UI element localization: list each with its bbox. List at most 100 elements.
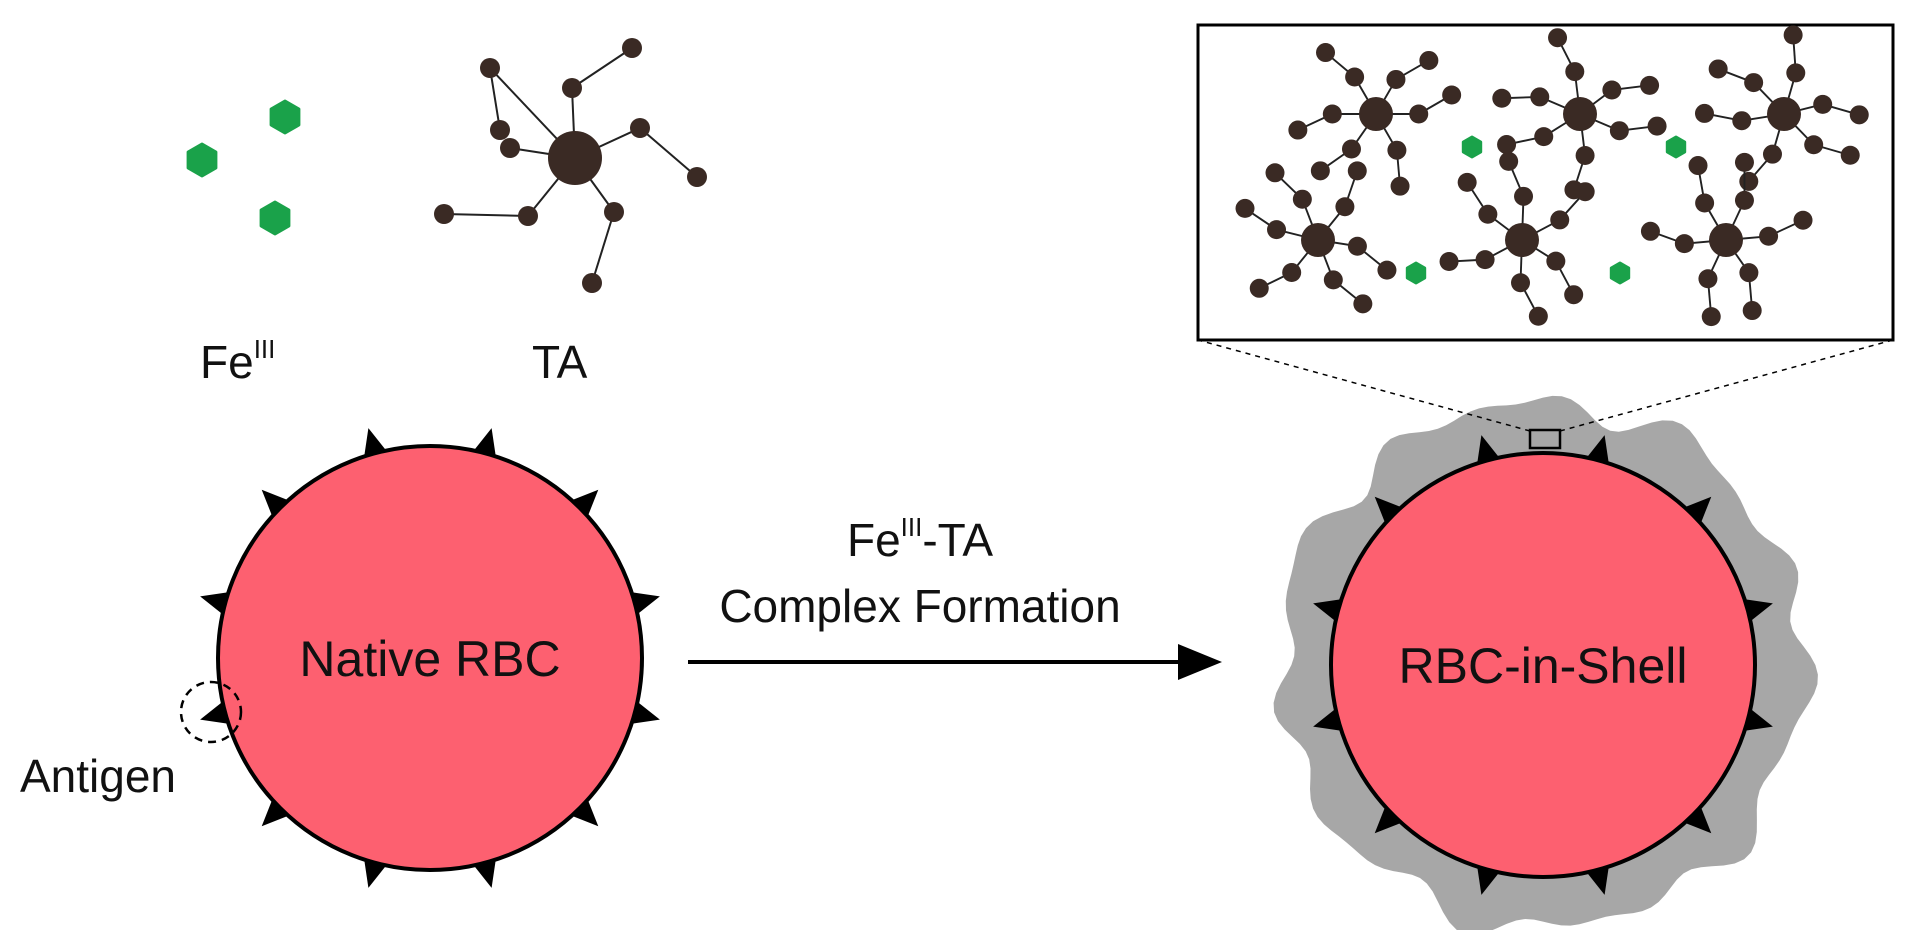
ta-atom [1602,80,1622,100]
ta-atom [1282,262,1302,282]
shell-rbc-label: RBC-in-Shell [1399,638,1688,694]
fe-ion-icon [1609,261,1631,285]
reaction-arrow [688,644,1222,680]
arrow-label-line1: FeIII-TA [847,512,993,566]
fe-label: FeIII [200,334,275,388]
ta-atom [518,206,538,226]
ta-atom [1698,269,1718,289]
ta-atom [1514,186,1534,206]
ta-atom [582,273,602,293]
ta-atom [1492,88,1512,108]
native-rbc-label: Native RBC [299,631,560,687]
zoom-source-box [1528,428,1562,450]
ta-atom [1530,87,1550,107]
ta-atom [1564,285,1584,305]
ta-atom [1759,226,1779,246]
ta-atom [1292,189,1312,209]
antigen-spike [1680,802,1712,834]
ta-atom [1387,140,1407,160]
ta-atom [604,202,624,222]
ta-atom [1353,294,1373,314]
ta-atom [1249,278,1269,298]
ta-bond [443,213,529,217]
ta-atom [1419,50,1439,70]
ta-atom [1793,210,1813,230]
ta-atom [562,78,582,98]
ta-atom [630,118,650,138]
ta-atom [1732,111,1752,131]
ta-atom [1849,105,1869,125]
ta-atom [1439,252,1459,272]
shell-rbc-body [1329,451,1757,879]
ta-core [1767,97,1801,131]
ta-atom [434,204,454,224]
ta-atom [1674,234,1694,254]
antigen-spike [261,795,293,827]
native-rbc-body [216,444,644,872]
fe-ta-network-inset [1196,23,1895,342]
ta-atom [1390,176,1410,196]
ta-atom [1609,121,1629,141]
ta-atom [1575,182,1595,202]
ta-atom [1323,270,1343,290]
fe-ion-icon [1665,135,1687,159]
ta-atom [1804,135,1824,155]
fe-ion-icon [269,99,301,135]
ta-core [548,131,602,185]
ta-bond [639,127,698,178]
inset-frame [1196,23,1895,342]
ta-atom [1739,171,1759,191]
fe-ion-icon [259,200,291,236]
ta-unit [1439,151,1595,326]
ta-atom [1265,163,1285,183]
ta-atom [1840,145,1860,165]
zoom-line-left [1197,339,1531,432]
ta-atom [1640,221,1660,241]
ta-atom [1316,43,1336,63]
ta-atom [1708,59,1728,79]
antigen-spike [1374,496,1406,528]
ta-atom [1744,73,1764,93]
ta-atom [1647,116,1667,136]
ta-atom [1565,62,1585,82]
arrow-label-line2: Complex Formation [719,580,1120,632]
ta-core [1359,97,1393,131]
ta-atom [1550,210,1570,230]
ta-atom [1742,301,1762,321]
ta-atom [1322,104,1342,124]
ta-atom [1701,307,1721,327]
ta-atom [1511,273,1531,293]
ta-atom [1288,120,1308,140]
ta-bond [591,211,615,284]
antigen-highlight-circle [179,680,243,744]
ta-atom [1694,103,1714,123]
ta-atom [1235,198,1255,218]
ta-atom [1528,306,1548,326]
ta-unit [1235,161,1397,314]
ta-atom [1640,75,1660,95]
ta-atom [1267,220,1287,240]
ta-atom [1386,69,1406,89]
ta-atom [490,120,510,140]
ta-atom [1783,25,1803,45]
ta-core [1563,97,1597,131]
ta-core [1505,223,1539,257]
arrow-head [1178,644,1222,680]
antigen-label: Antigen [20,750,176,802]
fe-ion-icon [1405,261,1427,285]
ta-atom [1734,152,1754,172]
ta-atom [1478,204,1498,224]
fe-ta-network [1235,25,1869,327]
ta-atom [1377,260,1397,280]
ta-atom [1347,236,1367,256]
fe-ion-icon [1461,135,1483,159]
fe-ion-icon [186,142,218,178]
ta-atom [1310,161,1330,181]
native-rbc: Native RBC [200,428,660,888]
ta-atom [1534,127,1554,147]
ta-atom [1762,144,1782,164]
ta-atom [687,167,707,187]
ta-atom [1409,104,1429,124]
